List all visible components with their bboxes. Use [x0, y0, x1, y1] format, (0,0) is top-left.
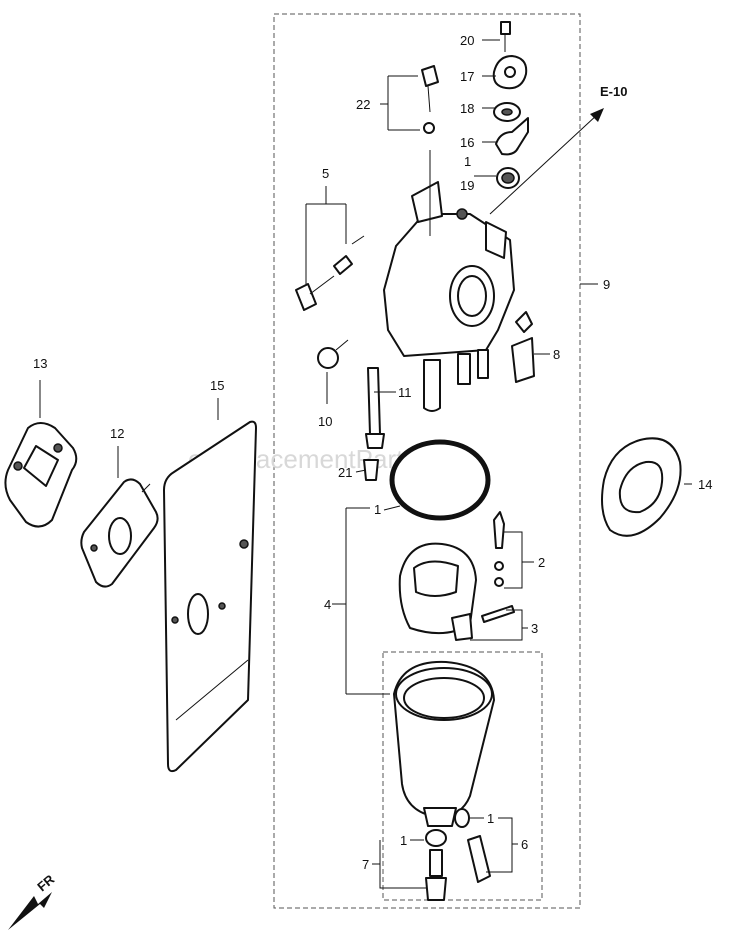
callout-4: 4 [324, 597, 331, 612]
heat-shield-15[interactable] [163, 420, 257, 773]
callout-13: 13 [33, 356, 47, 371]
callout-16: 16 [460, 135, 474, 150]
float-bowl[interactable] [393, 660, 495, 827]
gasket-14[interactable] [601, 437, 682, 537]
lever-16[interactable] [495, 117, 529, 156]
insulator-12[interactable] [80, 478, 159, 588]
callout-15: 15 [210, 378, 224, 393]
o-ring-1[interactable] [389, 439, 491, 521]
callout-1-drain: 1 [487, 811, 494, 826]
direction-label: FR [34, 871, 57, 894]
callout-22: 22 [356, 97, 370, 112]
main-nozzle-11[interactable] [365, 367, 385, 449]
callout-5: 5 [322, 166, 329, 181]
callout-8: 8 [553, 347, 560, 362]
washer-18[interactable] [493, 102, 521, 122]
bowl-bolt-7[interactable] [425, 829, 447, 901]
assembly-boundary [273, 13, 581, 909]
needle-valve-2[interactable] [493, 511, 505, 587]
leader-lines [39, 39, 692, 889]
drain-screw-6[interactable] [454, 808, 491, 883]
seal-19[interactable] [496, 167, 520, 189]
pilot-screw-5[interactable] [295, 235, 365, 311]
cover-17[interactable] [492, 55, 528, 90]
callout-7: 7 [362, 857, 369, 872]
main-jet-21[interactable] [363, 459, 379, 481]
callout-19: 19 [460, 178, 474, 193]
callout-1-upper: 1 [464, 154, 471, 169]
gasket-13[interactable] [4, 422, 78, 528]
float-bowl-boundary [382, 651, 543, 901]
callout-1-oring: 1 [374, 502, 381, 517]
reference-label: E-10 [600, 84, 627, 99]
callout-3: 3 [531, 621, 538, 636]
bracket-8[interactable] [511, 311, 535, 383]
front-direction-arrow [8, 892, 52, 930]
callout-12: 12 [110, 426, 124, 441]
callout-17: 17 [460, 69, 474, 84]
callout-10: 10 [318, 414, 332, 429]
callout-21: 21 [338, 465, 352, 480]
callout-14: 14 [698, 477, 712, 492]
float-4[interactable] [398, 542, 477, 641]
carburetor-body[interactable] [383, 150, 515, 412]
reference-arrow [489, 108, 604, 215]
callout-11: 11 [398, 385, 412, 400]
callout-2: 2 [538, 555, 545, 570]
callout-9: 9 [603, 277, 610, 292]
callout-6: 6 [521, 837, 528, 852]
bolt-20[interactable] [500, 21, 511, 52]
callout-18: 18 [460, 101, 474, 116]
throttle-screw-10[interactable] [317, 339, 349, 369]
callout-20: 20 [460, 33, 474, 48]
float-pin-3[interactable] [481, 605, 515, 623]
callout-1-bolt: 1 [400, 833, 407, 848]
screw-22[interactable] [421, 65, 439, 134]
